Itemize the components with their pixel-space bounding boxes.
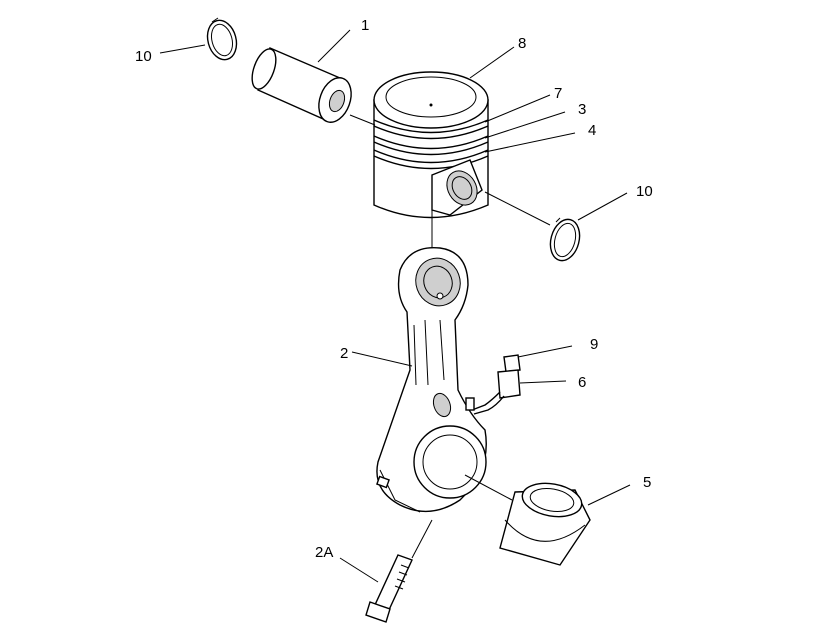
callout-2a: 2A	[315, 544, 333, 561]
retaining-ring-right	[549, 217, 581, 262]
callout-4: 4	[588, 122, 596, 139]
callout-10-left: 10	[135, 48, 152, 65]
callout-9: 9	[590, 336, 598, 353]
callout-10-right: 10	[636, 183, 653, 200]
callout-8: 8	[518, 35, 526, 52]
bearing-shell	[499, 482, 591, 566]
callout-6: 6	[578, 374, 586, 391]
piston	[373, 71, 489, 219]
oil-jet-assembly	[465, 354, 521, 415]
callout-2: 2	[340, 345, 348, 362]
retaining-ring-left	[206, 17, 238, 61]
rod-cap-bolt	[365, 554, 413, 623]
callout-5: 5	[643, 474, 651, 491]
connecting-rod	[376, 246, 487, 513]
callout-3: 3	[578, 101, 586, 118]
callout-7: 7	[554, 85, 562, 102]
callout-1: 1	[361, 17, 369, 34]
piston-pin	[251, 47, 352, 123]
leader-lines	[159, 29, 631, 583]
